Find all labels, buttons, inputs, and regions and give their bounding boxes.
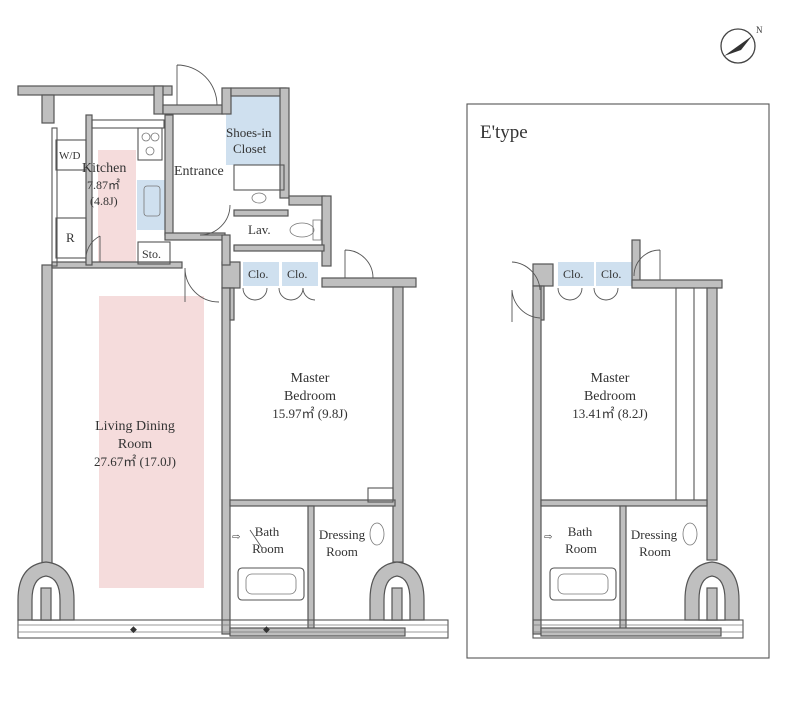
- dress-label-1: Dressing: [319, 527, 366, 542]
- b-bath-label-1: Bath: [568, 524, 593, 539]
- washer-box: [55, 139, 87, 171]
- master-label-1: Master: [291, 371, 330, 386]
- b-clo1-fill: [558, 262, 594, 286]
- b-clo2-label: Clo.: [601, 267, 621, 281]
- svg-text:⇨: ⇨: [544, 532, 552, 543]
- clo2-fill: [282, 262, 318, 286]
- b-pillar-right: [684, 561, 740, 621]
- b-dress-label-2: Room: [639, 544, 671, 559]
- kitchen-sink: [143, 185, 161, 217]
- b-clo2-fill: [596, 262, 632, 286]
- clo2-label: Clo.: [287, 267, 307, 281]
- kitchen-name: Kitchen: [82, 161, 126, 176]
- svg-text:◆: ◆: [130, 624, 137, 634]
- entrance-label: Entrance: [174, 164, 224, 179]
- b-bath-label-2: Room: [565, 541, 597, 556]
- shoes-label-2: Closet: [233, 141, 267, 156]
- master-area: 15.97㎡ (9.8J): [272, 406, 347, 421]
- compass-icon: N: [720, 25, 763, 64]
- living-area: 27.67㎡ (17.0J): [94, 454, 176, 469]
- b-master-label-2: Bedroom: [584, 389, 636, 404]
- lav-basin: [251, 192, 267, 204]
- fridge-box: [55, 217, 87, 259]
- b-master-area: 13.41㎡ (8.2J): [572, 406, 647, 421]
- wd-label: W/D: [59, 150, 80, 162]
- lav-label: Lav.: [248, 222, 271, 237]
- b-dressing-basin: [682, 522, 698, 546]
- kitchen-area: 7.87㎡: [87, 178, 120, 192]
- clo1-label: Clo.: [248, 267, 268, 281]
- compass-label: N: [756, 25, 763, 35]
- living-floor: [99, 296, 204, 588]
- clo1-fill: [243, 262, 279, 286]
- shoes-closet-fill: [226, 95, 284, 165]
- etype-title: E'type: [480, 122, 528, 143]
- pillar-left: [17, 561, 75, 621]
- bath-label-1: Bath: [255, 524, 280, 539]
- dress-label-2: Room: [326, 544, 358, 559]
- storage-label: Sto.: [142, 247, 161, 261]
- svg-text:⇨: ⇨: [232, 532, 240, 543]
- bathtub: [237, 567, 305, 601]
- toilet: [289, 222, 315, 238]
- pillar-right: [369, 561, 425, 621]
- b-bathtub: [549, 567, 617, 601]
- storage-box: [137, 241, 171, 265]
- fridge-label: R: [66, 230, 75, 245]
- stove: [137, 127, 163, 161]
- kitchen-j: (4.8J): [90, 194, 118, 208]
- bath-label-2: Room: [252, 541, 284, 556]
- sink-fill: [137, 180, 165, 230]
- living-label-2: Room: [118, 437, 152, 452]
- b-dress-label-1: Dressing: [631, 527, 678, 542]
- b-clo1-label: Clo.: [563, 267, 583, 281]
- b-master-label-1: Master: [591, 371, 630, 386]
- kitchen-floor: [98, 150, 136, 262]
- plan-a: ◆ ◆ ⇨ W/D Kitchen 7.87㎡ (4.8J) R Sto. En…: [17, 64, 449, 639]
- dressing-basin: [369, 522, 385, 546]
- shoes-label-1: Shoes-in: [226, 125, 272, 140]
- svg-text:◆: ◆: [263, 624, 270, 634]
- living-label-1: Living Dining: [95, 419, 175, 434]
- master-label-2: Bedroom: [284, 389, 336, 404]
- plan-b: E'type: [466, 103, 770, 659]
